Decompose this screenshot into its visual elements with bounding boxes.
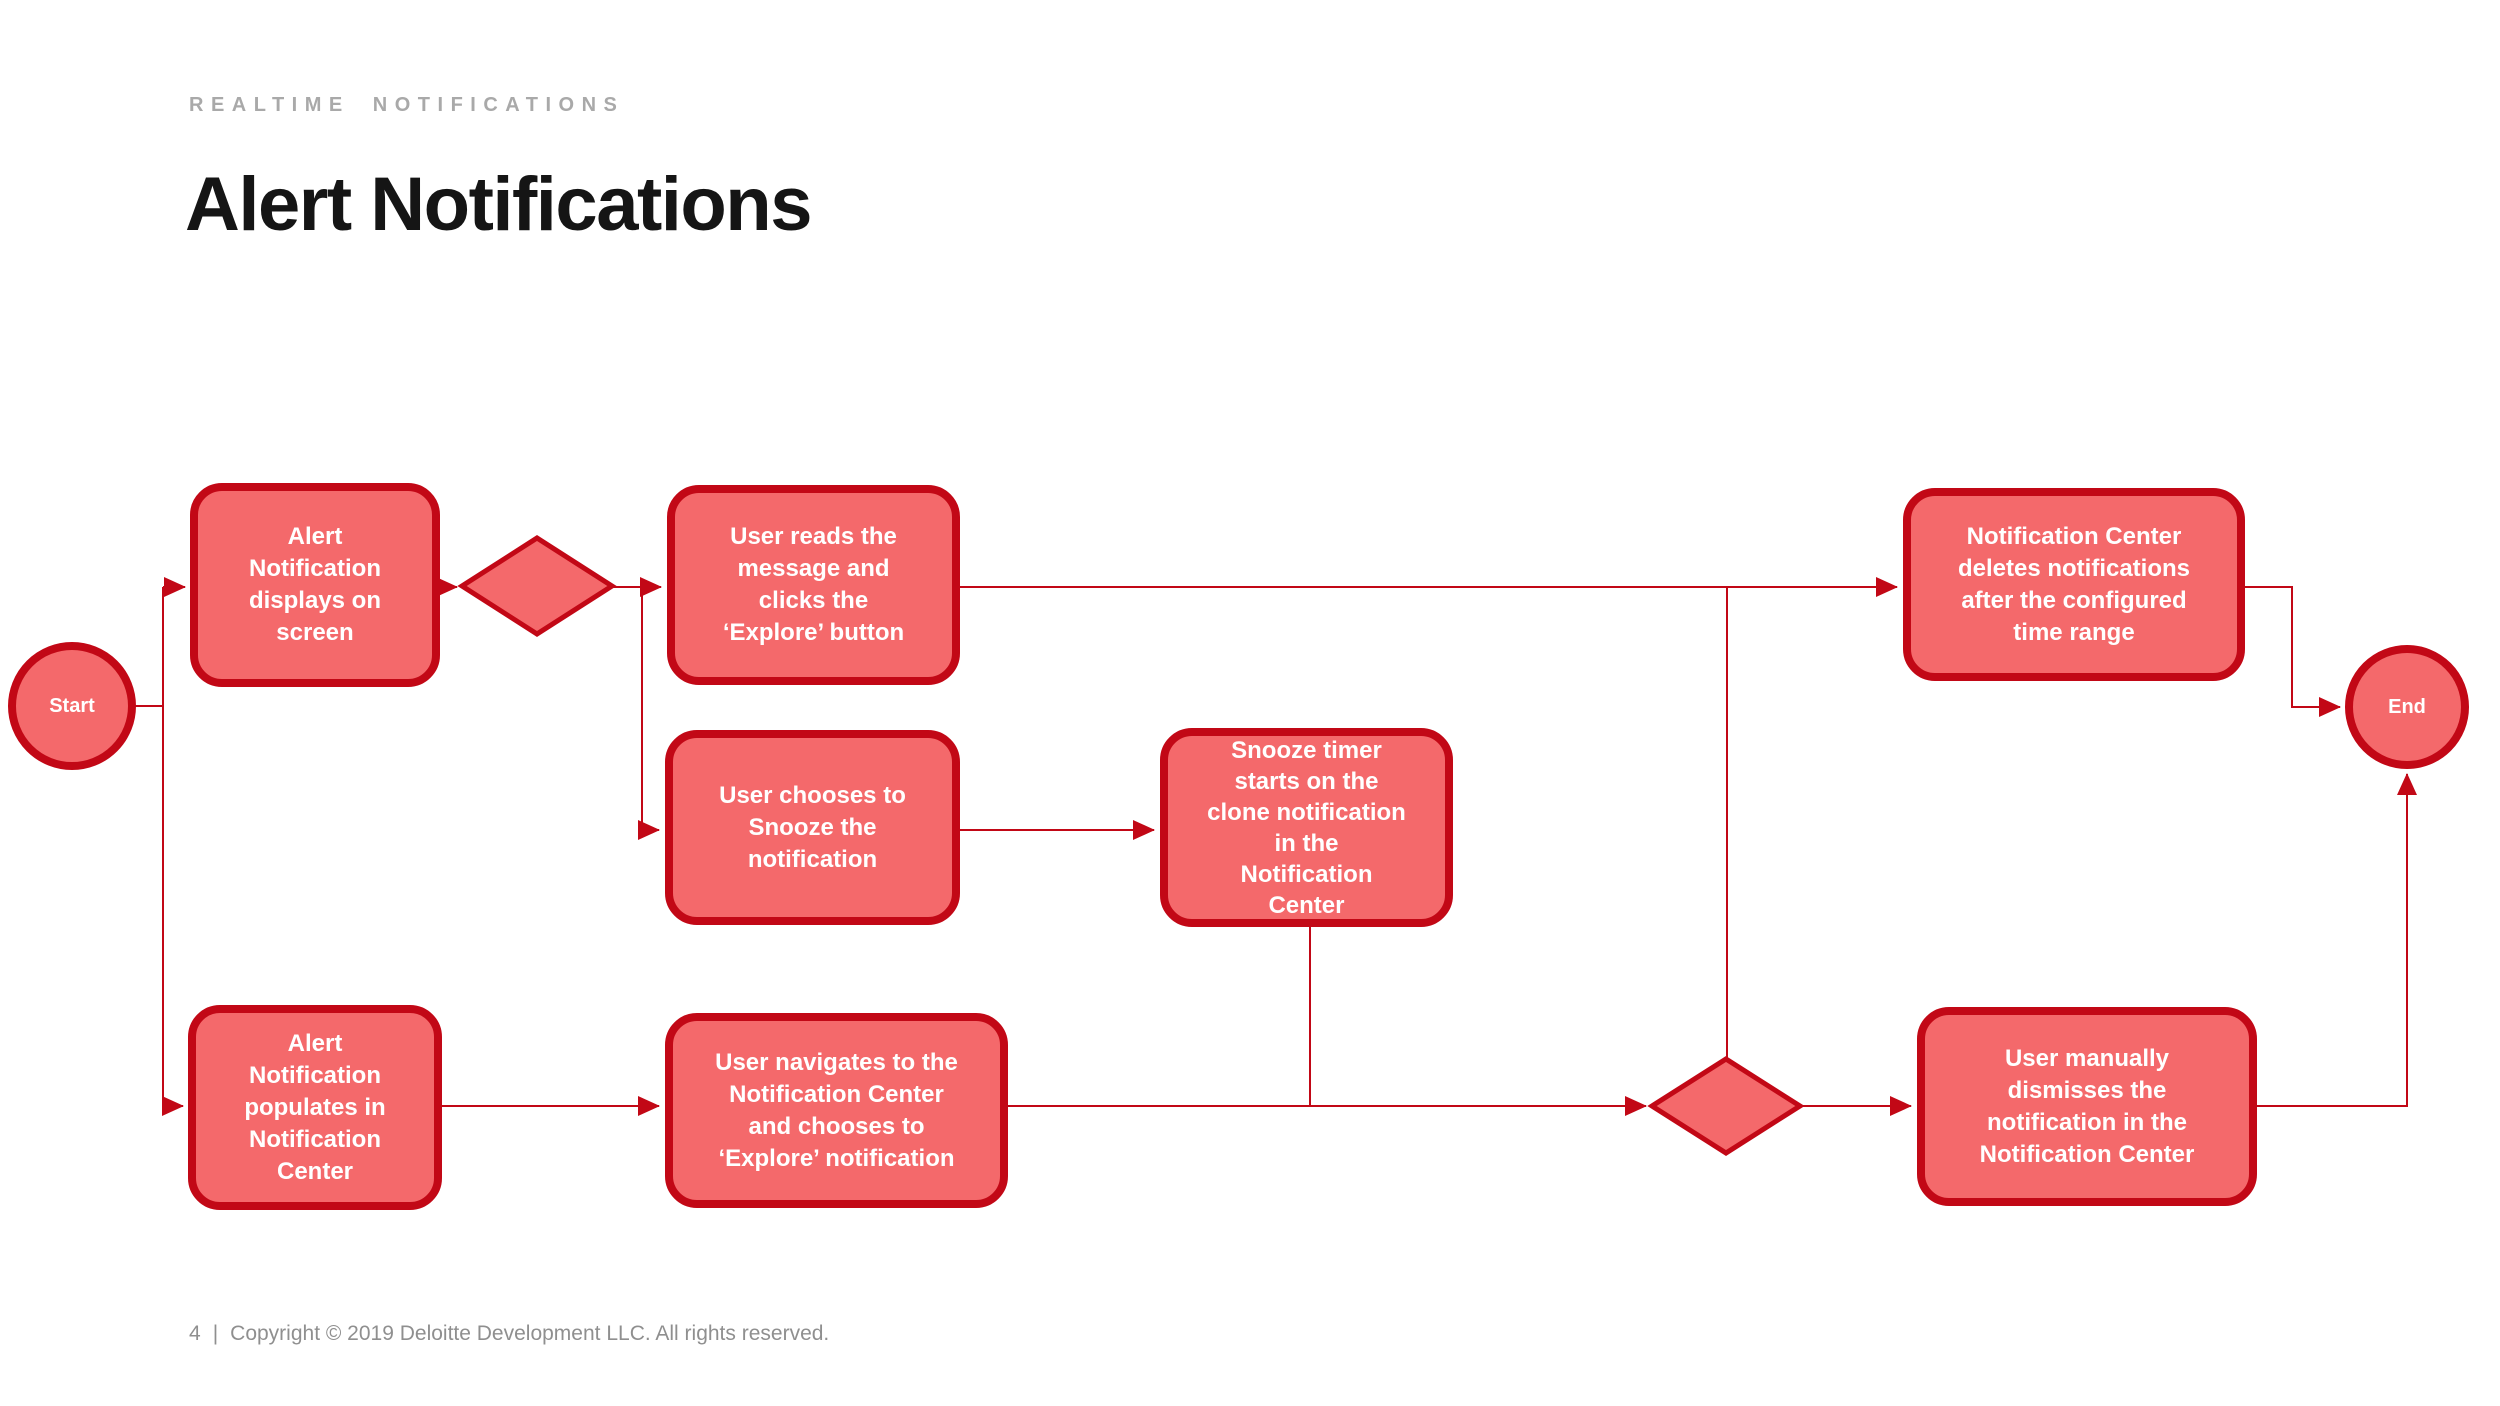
process-snooze-timer: Snooze timer starts on the clone notific… — [1160, 728, 1453, 927]
process-user-snoozes: User chooses to Snooze the notification — [665, 730, 960, 925]
process-alert-displays: Alert Notification displays on screen — [190, 483, 440, 687]
connector-deletes-to-end — [2245, 586, 2341, 717]
end-label: End — [2388, 695, 2426, 718]
end-node: End — [2345, 645, 2469, 769]
start-node: Start — [8, 642, 136, 770]
process-user-dismisses-label: User manually dismisses the notification… — [1979, 1044, 2195, 1168]
footer-separator: | — [212, 1322, 219, 1345]
process-user-dismisses: User manually dismisses the notification… — [1917, 1007, 2257, 1206]
connector-dismisses-to-end — [2257, 773, 2417, 1107]
process-user-navigates-label: User navigates to the Notification Cente… — [715, 1048, 958, 1172]
connector-decision1-to-snooze — [638, 587, 660, 840]
process-center-deletes: Notification Center deletes notification… — [1903, 488, 2245, 681]
process-user-navigates: User navigates to the Notification Cente… — [665, 1013, 1008, 1208]
page-number: 4 — [189, 1322, 201, 1345]
process-snooze-timer-label: Snooze timer starts on the clone notific… — [1207, 736, 1406, 919]
page-title: Alert Notifications — [185, 162, 813, 247]
process-user-reads: User reads the message and clicks the ‘E… — [667, 485, 960, 685]
process-user-snoozes-label: User chooses to Snooze the notification — [719, 781, 906, 873]
process-center-deletes-label: Notification Center deletes notification… — [1957, 522, 2191, 646]
start-label: Start — [49, 694, 95, 717]
process-alert-populates-label: Alert Notification populates in Notifica… — [244, 1029, 386, 1185]
kicker: REALTIME NOTIFICATIONS — [189, 94, 625, 116]
copyright-text: Copyright © 2019 Deloitte Development LL… — [230, 1322, 830, 1345]
decision-diamond-1 — [457, 535, 617, 637]
footer: 4 | Copyright © 2019 Deloitte Development … — [189, 1322, 829, 1346]
process-alert-populates: Alert Notification populates in Notifica… — [188, 1005, 442, 1210]
process-alert-displays-label: Alert Notification displays on screen — [248, 523, 382, 646]
decision-diamond-2 — [1647, 1056, 1805, 1156]
process-user-reads-label: User reads the message and clicks the ‘E… — [722, 523, 905, 646]
